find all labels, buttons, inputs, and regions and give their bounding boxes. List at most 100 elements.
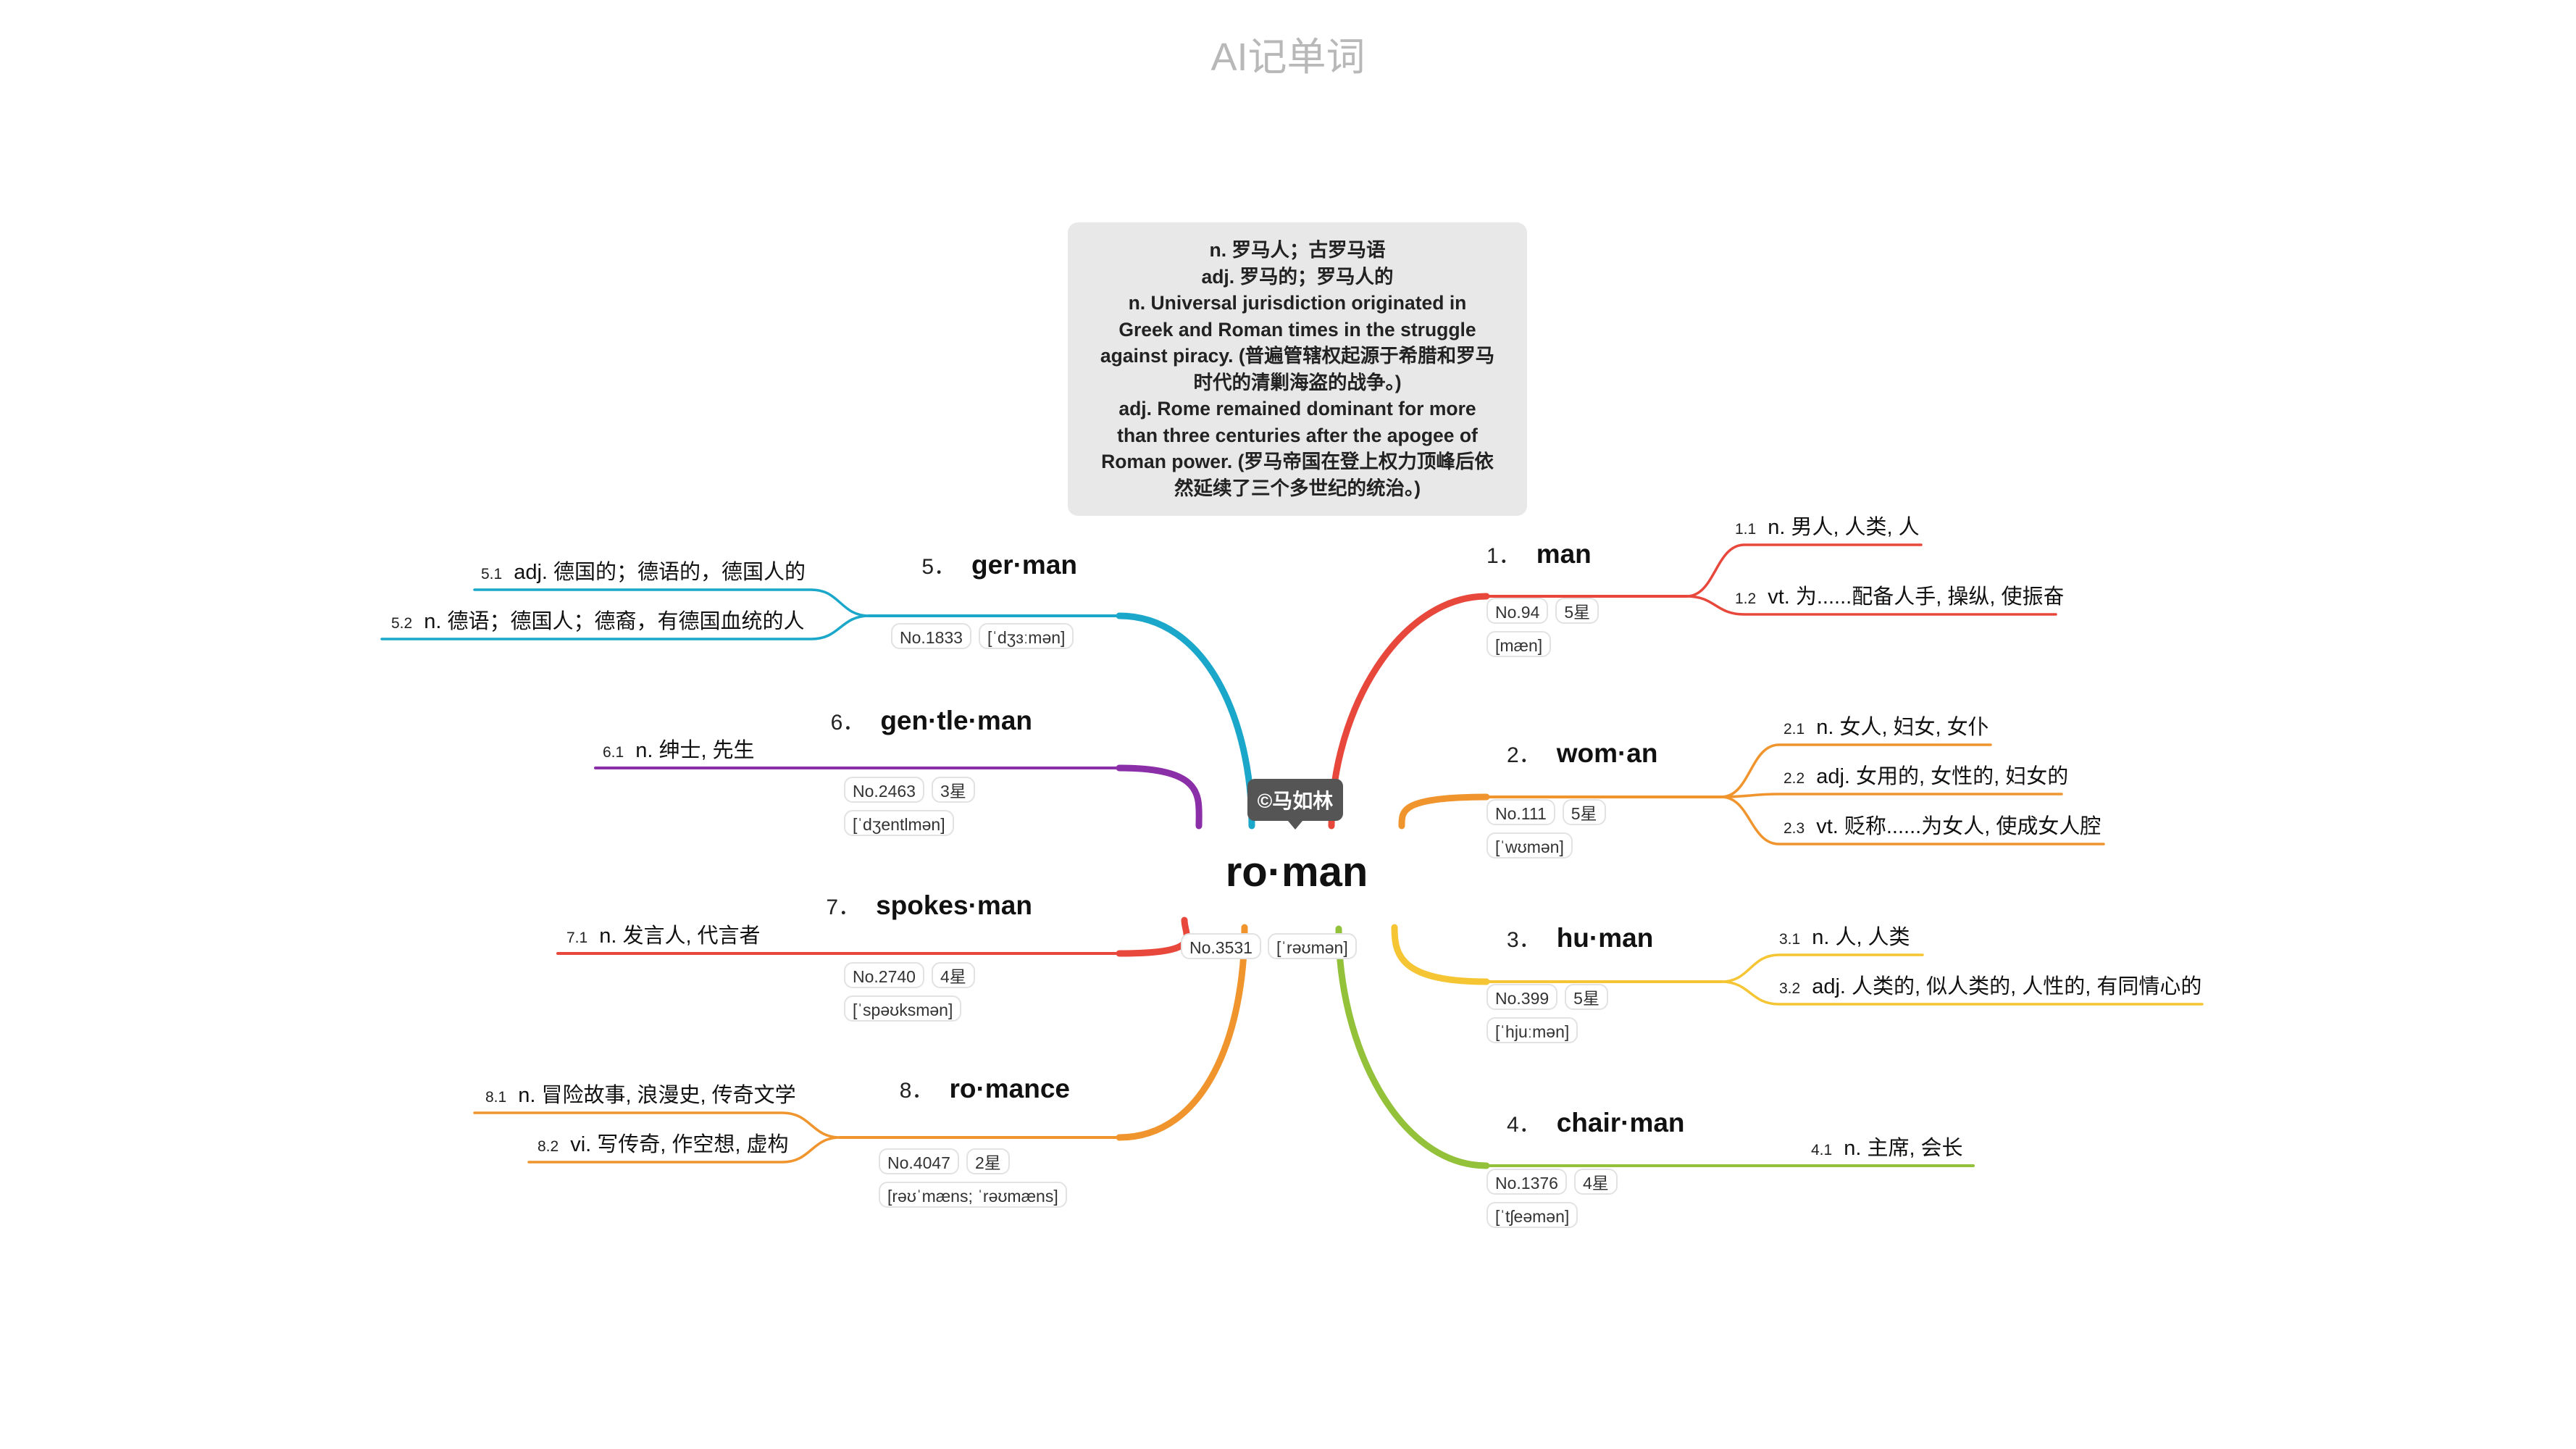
meaning-item: 8.2 vi. 写传奇, 作空想, 虚构 [538,1130,789,1159]
branch-number: 3． [1507,928,1541,952]
meaning-item: 2.2 adj. 女用的, 女性的, 妇女的 [1783,762,2068,791]
meaning-text: vi. 写传奇, 作空想, 虚构 [570,1133,789,1156]
center-rank-pill: No.3531 [1181,933,1261,959]
meaning-text: n. 德语；德国人；德裔，有德国血统的人 [424,610,805,633]
phonetic-pill: [ˈdʒentlmən] [844,810,954,836]
branch-word: 6． gen·tle·man [831,704,1032,738]
branch-word-text: ro·mance [949,1074,1070,1103]
branch-number: 7． [826,895,861,919]
stars-pill: 5星 [1562,799,1606,825]
meaning-number: 1.2 [1735,590,1757,607]
branch-word: 1． man [1486,538,1592,571]
meaning-number: 6.1 [603,744,624,761]
meaning-text: n. 冒险故事, 浪漫史, 传奇文学 [518,1084,796,1107]
stars-pill: 2星 [966,1148,1010,1174]
meaning-item: 1.1 n. 男人, 人类, 人 [1735,513,1920,542]
meaning-text: n. 女人, 妇女, 女仆 [1816,716,1989,739]
meaning-text: vt. 贬称......为女人, 使成女人腔 [1816,815,2102,838]
branch-number: 4． [1507,1113,1541,1137]
meaning-text: adj. 人类的, 似人类的, 人性的, 有同情心的 [1812,975,2202,998]
branch-word-text: hu·man [1556,923,1654,953]
branch-word: 8． ro·mance [900,1072,1070,1106]
branch-curve [1116,764,1203,830]
stars-pill: 5星 [1555,598,1599,624]
phonetic-pill: [ˈspəʊksmən] [844,995,962,1022]
branch-curve [1116,612,1255,830]
meaning-item: 1.2 vt. 为......配备人手, 操纵, 使振奋 [1735,582,2064,611]
branch-word-text: man [1536,539,1592,569]
phonetic-pill: [ˈtʃeəmən] [1486,1202,1578,1228]
meaning-item: 4.1 n. 主席, 会长 [1811,1134,1963,1163]
branch-curve [1398,793,1490,830]
branch-word-text: ger·man [971,550,1077,580]
author-badge: ©马如林 [1247,779,1343,830]
meaning-text: adj. 女用的, 女性的, 妇女的 [1816,765,2069,788]
branch-word: 4． chair·man [1507,1106,1685,1140]
meaning-item: 8.1 n. 冒险故事, 浪漫史, 传奇文学 [485,1081,796,1110]
center-phonetic-pill: [ˈrəʊmən] [1268,933,1357,959]
phonetic-pill: [rəʊˈmæns; ˈrəʊmæns] [879,1182,1067,1208]
branch-word: 5． ger·man [921,548,1077,582]
branch-word: 3． hu·man [1507,922,1653,955]
rank-pill: No.399 [1486,984,1558,1010]
meaning-text: n. 发言人, 代言者 [599,924,761,948]
meaning-number: 1.1 [1735,521,1757,538]
rank-pill: No.2463 [844,777,924,803]
meaning-item: 6.1 n. 绅士, 先生 [603,736,755,765]
rank-pill: No.111 [1486,799,1555,825]
definition-box: n. 罗马人；古罗马语 adj. 罗马的；罗马人的 n. Universal j… [1068,222,1527,516]
meaning-number: 5.2 [391,615,413,632]
branch-curve [1391,924,1490,985]
branch-word: 7． spokes·man [826,889,1032,922]
rank-pill: No.4047 [879,1148,959,1174]
meaning-text: n. 人, 人类 [1812,926,1910,949]
meaning-number: 2.1 [1783,721,1805,738]
branch-word-text: gen·tle·man [880,706,1032,735]
phonetic-pill: [mæn] [1486,631,1552,657]
phonetic-pill: [ˈwʊmən] [1486,832,1573,859]
meaning-text: adj. 德国的；德语的，德国人的 [514,561,806,584]
meaning-number: 8.2 [538,1138,559,1155]
rank-pill: No.1376 [1486,1169,1567,1195]
stars-pill: 4星 [931,962,975,988]
branch-number: 5． [921,555,956,579]
branch-curve [1116,916,1190,957]
meaning-connector [1720,793,2063,798]
phonetic-pill: [ˈdʒɜːmən] [978,623,1074,649]
definition-text: n. 罗马人；古罗马语 adj. 罗马的；罗马人的 n. Universal j… [1100,239,1495,499]
meaning-number: 3.2 [1779,980,1801,997]
phonetic-pill: [ˈhjuːmən] [1486,1017,1578,1043]
meaning-text: n. 男人, 人类, 人 [1768,516,1920,539]
branch-number: 8． [899,1079,934,1103]
branch-word: 2．wom·an [1507,737,1657,770]
meaning-text: n. 绅士, 先生 [635,739,755,762]
branch-curve [1328,593,1490,830]
stars-pill: 4星 [1573,1169,1618,1195]
meaning-text: vt. 为......配备人手, 操纵, 使振奋 [1768,585,2065,609]
app-title: AI记单词 [1210,36,1366,79]
meaning-item: 3.2 adj. 人类的, 似人类的, 人性的, 有同情心的 [1779,972,2201,1001]
meaning-number: 2.3 [1783,820,1805,837]
meaning-number: 8.1 [485,1089,507,1106]
rank-pill: No.94 [1486,598,1549,624]
meaning-number: 4.1 [1811,1142,1833,1158]
branch-word-text: chair·man [1556,1108,1685,1137]
branch-curve [1335,925,1490,1169]
meaning-item: 5.1 adj. 德国的；德语的，德国人的 [481,558,806,587]
meaning-text: n. 主席, 会长 [1844,1137,1963,1160]
meaning-number: 2.2 [1783,770,1805,787]
meaning-number: 5.1 [481,566,503,582]
center-word: ro·man [1225,848,1368,895]
branch-number: 1． [1486,544,1521,568]
branch-number: 6． [830,711,865,735]
meaning-item: 2.1 n. 女人, 妇女, 女仆 [1783,713,1989,742]
stars-pill: 3星 [931,777,975,803]
branch-word-text: wom·an [1556,738,1658,768]
rank-pill: No.1833 [891,623,971,649]
meaning-item: 2.3 vt. 贬称......为女人, 使成女人腔 [1783,812,2101,841]
branch-word-text: spokes·man [876,890,1032,920]
rank-pill: No.2740 [844,962,924,988]
